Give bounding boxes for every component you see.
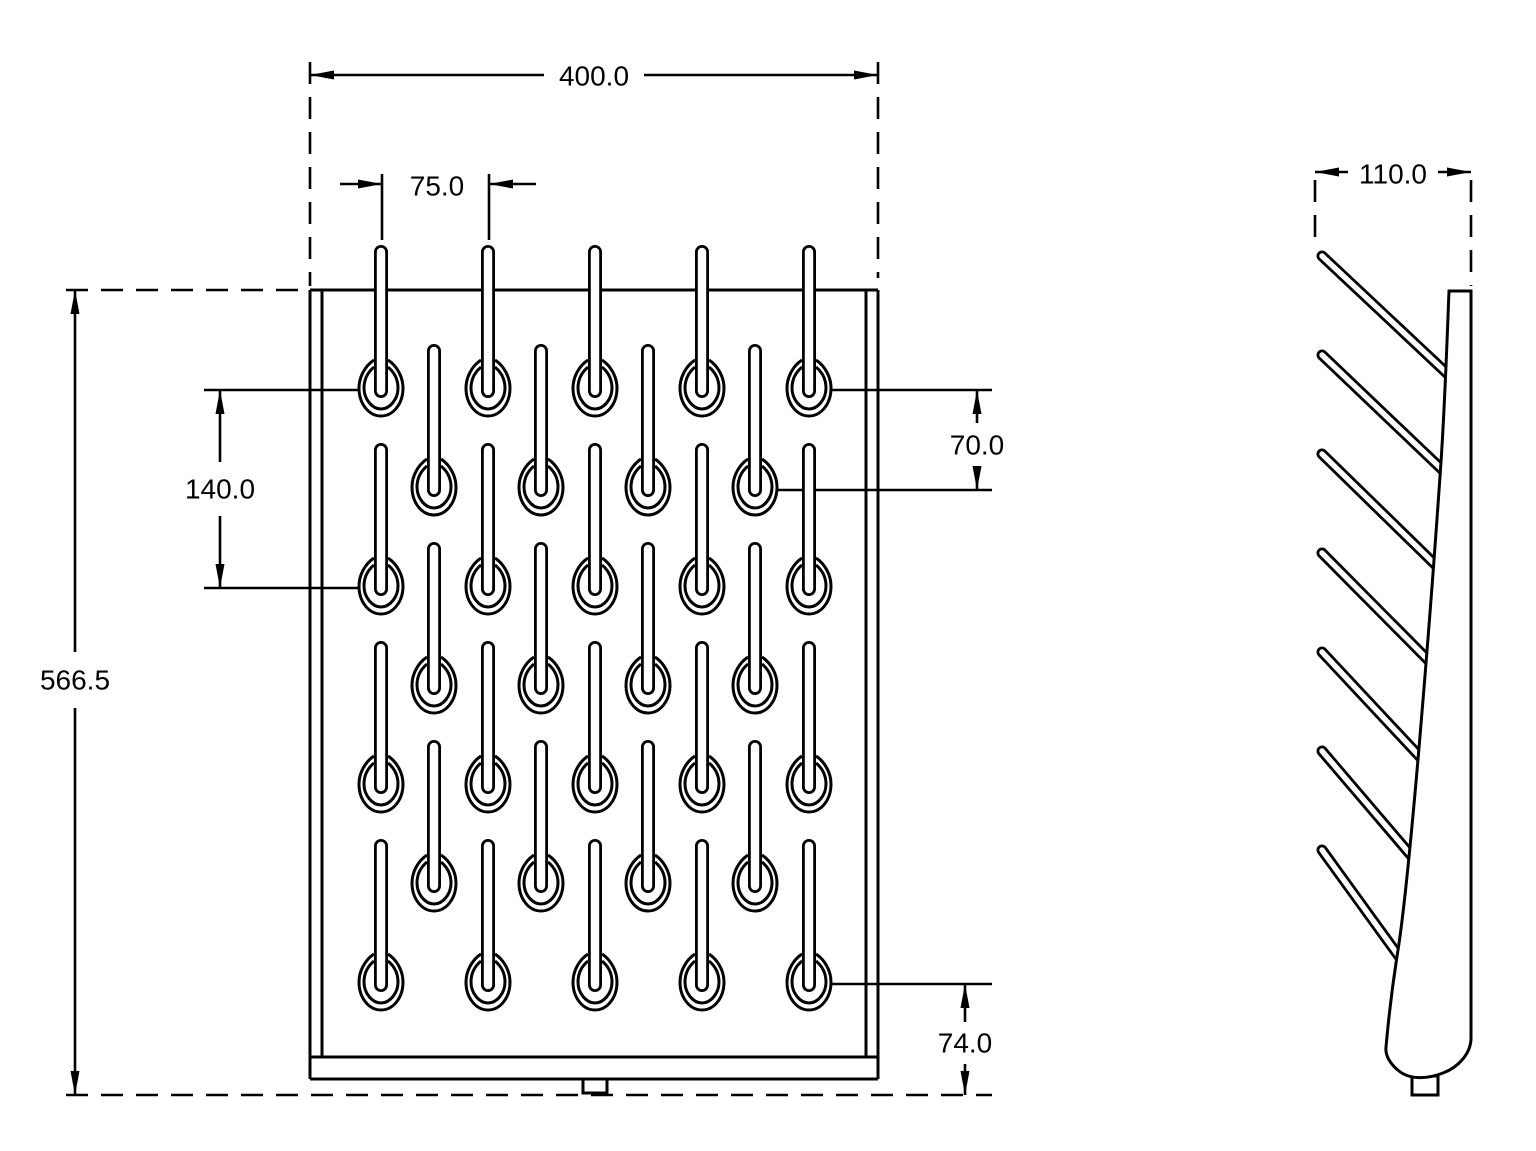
dimension-arrowhead [489,179,513,189]
peg-side-fill [1319,550,1447,679]
peg-front [464,245,512,418]
dimension-arrowhead [215,564,225,588]
peg-front [678,245,726,418]
peg-front [517,542,565,715]
peg-front [785,443,833,616]
peg-front [571,641,619,814]
peg-front [517,344,565,517]
peg-front [517,740,565,913]
peg-front [571,443,619,616]
peg-front [731,740,779,913]
dimension-arrowhead [1315,167,1339,177]
dimension-labels: 400.0 75.0 140.0 566.5 70.0 74.0 110.0 [40,61,1427,1059]
peg-front [357,443,405,616]
peg-front [410,740,458,913]
peg-front [678,443,726,616]
peg-front [464,839,512,1012]
peg-front [731,542,779,715]
side-view-body [1384,289,1473,1097]
dimension-arrowhead [960,984,970,1008]
dim-side-depth-label: 110.0 [1359,159,1427,190]
peg-front [678,839,726,1012]
dimension-arrowhead [960,1071,970,1095]
peg-front [464,641,512,814]
dim-row-pitch-label: 70.0 [950,430,1005,461]
dimension-arrowhead [972,390,982,414]
front-view-pegs [357,245,833,1012]
peg-front [410,344,458,517]
dimension-arrowhead [215,390,225,414]
dimension-lines [66,62,1473,1097]
dim-double-row-pitch-label: 140.0 [185,474,255,505]
front-view-board [308,288,880,1095]
peg-side-fill [1319,451,1451,580]
peg-side-fill [1319,352,1454,481]
dim-peg-pitch-label: 75.0 [410,171,465,202]
dimension-arrowhead [70,290,80,314]
peg-front [357,839,405,1012]
dimension-arrowhead [854,70,878,80]
peg-front [678,641,726,814]
peg-front [785,641,833,814]
peg-front [624,542,672,715]
peg-side-fill [1319,253,1456,382]
peg-front [624,740,672,913]
dimension-arrowhead [972,466,982,490]
dimension-arrowhead [358,179,382,189]
peg-front [785,245,833,418]
peg-front [357,245,405,418]
peg-front [731,344,779,517]
peg-front [785,839,833,1012]
side-board-profile [1384,289,1473,1080]
dim-total-height-label: 566.5 [40,665,110,696]
peg-front [410,542,458,715]
peg-front [357,641,405,814]
dimension-arrowhead [70,1071,80,1095]
dim-total-width-label: 400.0 [559,61,629,92]
peg-front [624,344,672,517]
peg-front [571,839,619,1012]
peg-front [571,245,619,418]
dimension-arrowhead [310,70,334,80]
dimension-arrowhead [1447,167,1471,177]
board-bottom-tab [581,1077,609,1095]
dim-bottom-offset-label: 74.0 [938,1028,993,1059]
peg-front [464,443,512,616]
